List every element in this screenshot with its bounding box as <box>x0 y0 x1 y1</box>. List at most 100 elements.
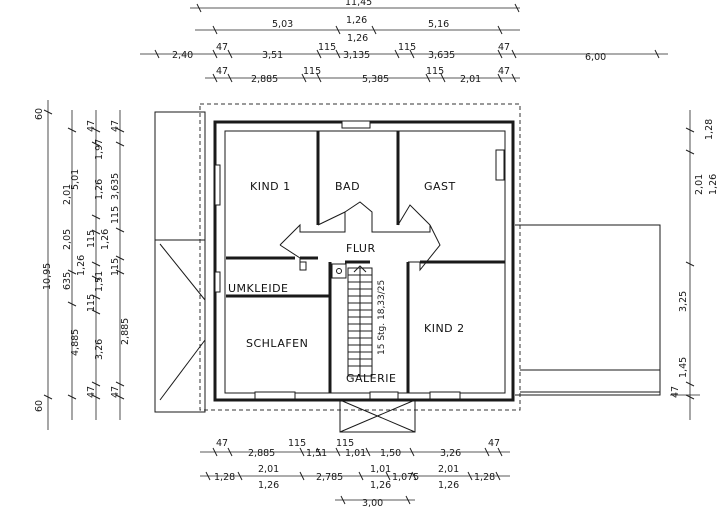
dim-top-r1-d: 1,26 <box>347 33 368 44</box>
dim-left-b: 10,95 <box>42 263 53 290</box>
dim-bot-r1-f: 1,01 <box>345 448 366 459</box>
dim-top-r2-b: 47 <box>216 42 228 53</box>
window-schlafen <box>254 391 296 400</box>
dim-bot-r1-i: 47 <box>488 438 500 449</box>
dim-left-k: 115 <box>86 230 97 248</box>
dim-top-r3-f: 2,01 <box>460 74 481 85</box>
dim-left-i: 1,97 <box>94 139 105 160</box>
room-label-bad: BAD <box>335 180 360 193</box>
window-flur <box>299 261 307 271</box>
window-kind2 <box>429 391 461 400</box>
dim-top-r2-h: 47 <box>498 42 510 53</box>
dim-right-b: 2,01 <box>694 174 705 195</box>
room-label-kind1: KIND 1 <box>250 180 291 193</box>
dim-right-a: 1,28 <box>704 119 715 140</box>
staircase: 15 Stg. 18,33/25 <box>347 265 387 377</box>
dim-bot-r1-g: 1,50 <box>380 448 401 459</box>
dim-top-r2-d: 115 <box>318 42 336 53</box>
dim-bot-r3: 3,00 <box>362 498 383 509</box>
front-projection <box>339 399 416 433</box>
dim-left-n: 115 <box>86 294 97 312</box>
room-label-kind2: KIND 2 <box>424 322 465 335</box>
dim-top-r2-i: 6,00 <box>585 52 606 63</box>
dim-top-r1-a: 5,03 <box>272 19 293 30</box>
dim-bot-r2-b: 2,01 <box>258 464 279 475</box>
dim-left-r: 3,635 <box>110 173 121 200</box>
dim-right-f: 1,45 <box>678 357 689 378</box>
dim-left-o: 3,26 <box>94 339 105 360</box>
dim-bot-r2-a: 1,28 <box>214 472 235 483</box>
dim-right-e: 47 <box>670 386 681 398</box>
window-umkleide <box>214 271 221 293</box>
room-label-galerie: GALERIE <box>346 372 396 385</box>
roof-outline <box>154 103 661 413</box>
bottom-dimensions: 47 2,885 115 1,51 115 1,01 1,50 3,26 47 … <box>200 438 510 509</box>
room-label-gast: GAST <box>424 180 456 193</box>
dim-bot-r2-j: 1,26 <box>438 480 459 491</box>
window-galerie <box>369 391 399 400</box>
dim-bot-r1-h: 3,26 <box>440 448 461 459</box>
dim-top-r2-e: 3,135 <box>343 50 370 61</box>
dim-top-r3-e: 115 <box>426 66 444 77</box>
dim-bot-r1-b: 2,885 <box>248 448 275 459</box>
dim-top-r3-d: 5,385 <box>362 74 389 85</box>
dim-top-r2-g: 3,635 <box>428 50 455 61</box>
dim-top-r2-f: 115 <box>398 42 416 53</box>
dim-top-r3-a: 47 <box>216 66 228 77</box>
dim-left-l: 1,26 <box>76 255 87 276</box>
top-dimensions: 11,45 5,03 1,26 5,16 1,26 2,40 47 3,51 1… <box>140 0 668 85</box>
room-labels: KIND 1 BAD GAST FLUR UMKLEIDE SCHLAFEN K… <box>228 180 465 385</box>
dim-top-r3-c: 115 <box>303 66 321 77</box>
dim-bot-r2-i: 1,26 <box>370 480 391 491</box>
dim-left-x: 5,01 <box>70 169 81 190</box>
dim-right-c: 1,26 <box>708 174 719 195</box>
dim-left-s: 115 <box>110 206 121 224</box>
room-label-schlafen: SCHLAFEN <box>246 337 308 350</box>
dim-top-r1-b: 1,26 <box>346 15 367 26</box>
dim-left-c: 60 <box>34 400 45 412</box>
right-dimensions: 1,28 2,01 1,26 3,25 47 1,45 <box>670 110 719 420</box>
dim-left-u: 115 <box>110 258 121 276</box>
dim-bot-r2-h: 1,26 <box>258 480 279 491</box>
dim-top-r3-b: 2,885 <box>251 74 278 85</box>
dim-top-r2-c: 3,51 <box>262 50 283 61</box>
dim-left-v: 2,885 <box>120 318 131 345</box>
flur-corridor <box>279 201 441 272</box>
dim-left-d: 2,01 <box>62 184 73 205</box>
window-kind1 <box>214 164 221 206</box>
dim-bot-r2-f: 2,01 <box>438 464 459 475</box>
dim-overall-width: 11,45 <box>345 0 372 8</box>
dim-left-q: 47 <box>110 120 121 132</box>
dim-bot-r1-e: 115 <box>336 438 354 449</box>
dim-left-g: 4,885 <box>70 329 81 356</box>
room-label-flur: FLUR <box>346 242 376 255</box>
dim-bot-r1-c: 115 <box>288 438 306 449</box>
dim-bot-r2-c: 2,785 <box>316 472 343 483</box>
dim-left-p: 47 <box>86 386 97 398</box>
dim-left-t: 1,26 <box>100 229 111 250</box>
stair-note: 15 Stg. 18,33/25 <box>377 280 387 355</box>
left-dimensions: 60 10,95 60 2,01 2,05 635 4,885 47 1,97 … <box>34 100 131 430</box>
dim-bot-r2-g: 1,28 <box>474 472 495 483</box>
room-label-umkleide: UMKLEIDE <box>228 282 289 295</box>
window-gast <box>495 149 505 181</box>
dim-left-w: 47 <box>110 386 121 398</box>
dim-top-r3-g: 47 <box>498 66 510 77</box>
dim-left-h: 47 <box>86 120 97 132</box>
dim-right-d: 3,25 <box>678 291 689 312</box>
dim-bot-r1-d: 1,51 <box>306 448 327 459</box>
dim-top-r2-a: 2,40 <box>172 50 193 61</box>
dim-bot-r2-d: 1,01 <box>370 464 391 475</box>
dim-bot-r1-a: 47 <box>216 438 228 449</box>
dim-left-f: 635 <box>62 272 73 290</box>
window-bad <box>341 120 371 129</box>
dim-top-r1-c: 5,16 <box>428 19 449 30</box>
dim-bot-r2-e: 1,075 <box>392 472 419 483</box>
dim-left-m: 1,51 <box>94 271 105 292</box>
walls <box>213 120 515 402</box>
dim-left-a: 60 <box>34 108 45 120</box>
dim-left-j: 1,26 <box>94 179 105 200</box>
dim-left-e: 2,05 <box>62 229 73 250</box>
windows <box>214 120 505 400</box>
